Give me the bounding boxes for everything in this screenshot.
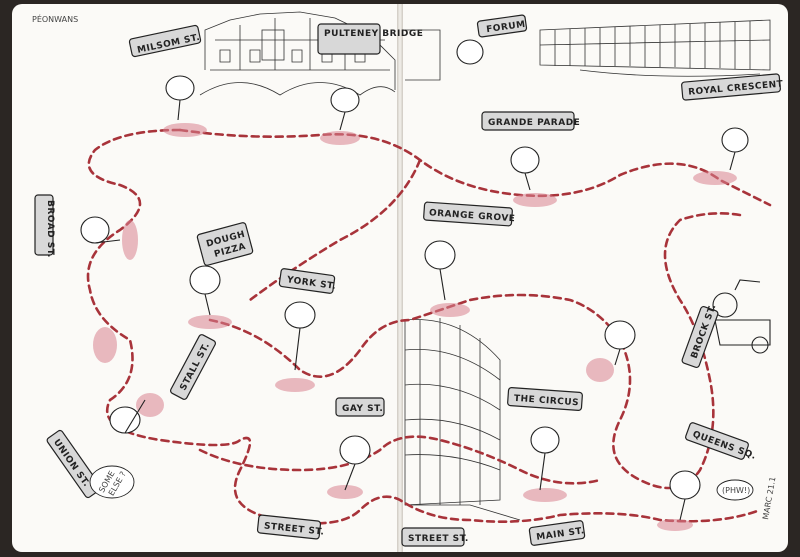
sign-dough-pizza: DOUGH PIZZA	[196, 222, 254, 266]
svg-text:GRANDE PARADE: GRANDE PARADE	[488, 118, 580, 128]
speech-bubble-left: SOME ELSE ?	[89, 465, 135, 499]
svg-text:(PHW!): (PHW!)	[722, 486, 750, 495]
royal-crescent-drawing	[539, 19, 771, 77]
book-gutter	[397, 4, 403, 552]
route-upper	[178, 128, 772, 207]
sign-stall: STALL ST.	[170, 334, 216, 400]
sign-gay: GAY ST.	[335, 397, 385, 417]
sign-street-bottom-mid: STREET ST.	[401, 527, 469, 547]
sign-forum: FORUM	[476, 14, 528, 38]
corner-note: PÉONWANS	[32, 13, 78, 24]
sign-main-bottom: MAIN ST.	[528, 520, 585, 546]
route-diagonal	[248, 158, 422, 302]
sign-circus: THE CIRCUS	[507, 387, 583, 411]
svg-text:GAY ST.: GAY ST.	[342, 404, 383, 414]
carriage-drawing	[712, 279, 771, 354]
sign-broad: BROAD ST.	[34, 194, 55, 258]
sign-royal-crescent: ROYAL CRESCENT	[681, 73, 784, 101]
route-middle	[208, 212, 742, 490]
route-lower	[198, 435, 602, 485]
cartoon-figures	[80, 39, 749, 521]
sign-queens: QUEENS SQ.	[685, 422, 757, 462]
sign-york: YORK ST.	[278, 268, 337, 294]
sign-milsom: MILSOM ST.	[128, 24, 202, 58]
walking-route	[86, 128, 762, 525]
forum-building-drawing	[405, 29, 441, 81]
svg-text:THE CIRCUS: THE CIRCUS	[514, 394, 580, 409]
circus-drawing	[404, 318, 521, 521]
sign-pulteney: PULTENEY BRIDGE	[317, 23, 423, 55]
sign-orange-grove: ORANGE GROVE	[423, 201, 516, 227]
sign-grande-parade: GRANDE PARADE	[481, 111, 580, 131]
svg-text:STREET ST.: STREET ST.	[408, 534, 469, 544]
highlight-spots	[93, 123, 737, 531]
pulteney-bridge-drawing	[199, 11, 396, 96]
speech-bubble-right: (PHW!)	[716, 479, 754, 501]
svg-text:PULTENEY BRIDGE: PULTENEY BRIDGE	[324, 29, 423, 39]
svg-text:BROAD ST.: BROAD ST.	[45, 200, 55, 258]
sign-street-bottom-left: STREET ST.	[256, 514, 325, 540]
artist-signature: MARC 21.1	[761, 476, 777, 520]
